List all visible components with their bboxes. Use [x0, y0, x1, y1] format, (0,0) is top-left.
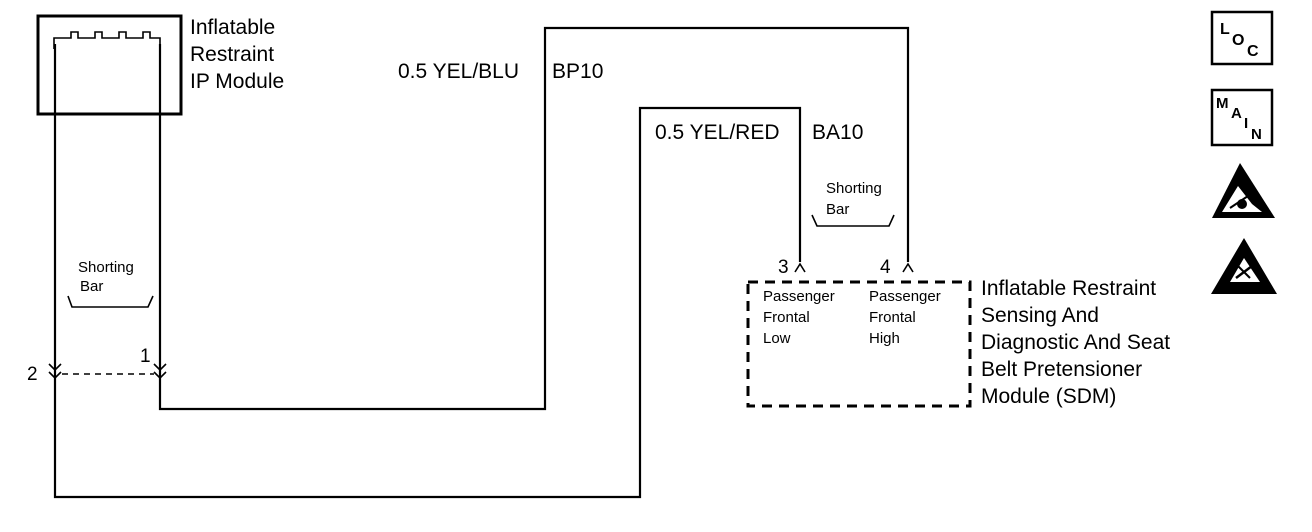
esd-triangle-icon [1211, 238, 1277, 294]
shorting-bar-right-line1: Shorting [826, 180, 882, 197]
ip-module-label-line2: Restraint [190, 43, 274, 66]
wire-red-label: 0.5 YEL/RED [655, 121, 780, 144]
svg-text:N: N [1251, 126, 1262, 143]
svg-text:M: M [1216, 95, 1229, 112]
wire-red-circuit: BA10 [812, 121, 863, 144]
pin-1-label: 1 [140, 346, 151, 367]
sdm-label-line2: Sensing And [981, 304, 1099, 327]
pin-3-label: 3 [778, 257, 789, 278]
svg-text:C: C [1247, 43, 1259, 60]
svg-text:I: I [1244, 115, 1248, 132]
wire-blu-label: 0.5 YEL/BLU [398, 60, 519, 83]
ip-module[interactable] [36, 14, 183, 116]
esd-warning-icon [1212, 163, 1275, 218]
svg-text:A: A [1231, 105, 1242, 122]
wire-yel-blu[interactable] [158, 26, 910, 411]
sdm-label-line4: Belt Pretensioner [981, 358, 1142, 381]
shorting-bar-right-bracket [811, 214, 895, 227]
shorting-bar-right-line2: Bar [826, 201, 849, 218]
shorting-bar-left-line1: Shorting [78, 259, 134, 276]
shorting-bar-left-bracket [67, 295, 154, 308]
connector-pin-4[interactable] [902, 262, 914, 273]
shorting-bar-left-line2: Bar [80, 278, 103, 295]
loc-icon[interactable]: L O C [1210, 10, 1274, 66]
connector-pin-2[interactable] [48, 363, 62, 380]
pin-4-label: 4 [880, 257, 891, 278]
sdm-label-line5: Module (SDM) [981, 385, 1116, 408]
svg-text:L: L [1220, 21, 1230, 38]
sdm-input-high-line3: High [869, 330, 900, 347]
sdm-input-low-line2: Frontal [763, 309, 810, 326]
sdm-label-line1: Inflatable Restraint [981, 277, 1156, 300]
svg-text:O: O [1232, 32, 1244, 49]
ip-module-label-line1: Inflatable [190, 16, 275, 39]
sdm-input-high-line2: Frontal [869, 309, 916, 326]
sdm-label-line3: Diagnostic And Seat [981, 331, 1170, 354]
ip-module-connector-icon [53, 31, 161, 49]
sdm-input-low-line3: Low [763, 330, 791, 347]
connector-pin-1[interactable] [153, 363, 167, 380]
pin-2-label: 2 [27, 364, 38, 385]
sdm-input-low-line1: Passenger [763, 288, 835, 305]
wire-blu-circuit: BP10 [552, 60, 603, 83]
wire-yel-red[interactable] [53, 44, 802, 499]
ip-module-label-line3: IP Module [190, 70, 284, 93]
connector-pin-3[interactable] [794, 262, 806, 273]
main-icon[interactable]: M A I N [1210, 88, 1274, 147]
sdm-input-high-line1: Passenger [869, 288, 941, 305]
sdm-module-box[interactable] [746, 280, 972, 408]
